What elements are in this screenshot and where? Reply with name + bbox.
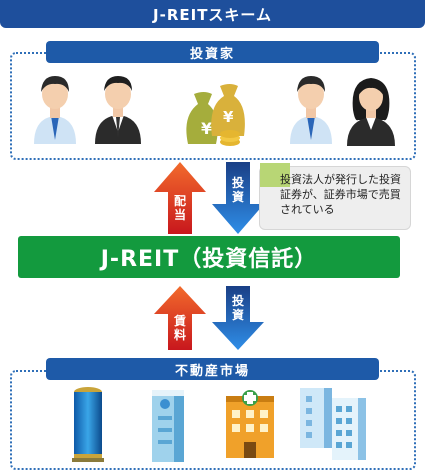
investment-label-top: 投資 xyxy=(231,176,244,204)
man-investor-icon xyxy=(290,76,332,144)
investors-label: 投資家 xyxy=(46,41,379,63)
note-accent xyxy=(260,163,290,187)
investment-arrow-down xyxy=(212,162,264,234)
dividend-arrow-up xyxy=(154,162,206,234)
jreit-bar: J-REIT（投資信託） xyxy=(18,236,400,278)
rent-arrow-up xyxy=(154,286,206,350)
office-tower-icon xyxy=(72,387,104,462)
money-bag-icon: ¥ ¥ xyxy=(186,84,245,146)
svg-text:¥: ¥ xyxy=(223,108,234,126)
page-title: J-REITスキーム xyxy=(0,0,425,28)
hospital-building-icon xyxy=(226,390,274,458)
note-text: 投資法人が発行した投資証券が、証券市場で売買されている xyxy=(280,173,401,216)
apartment-icon xyxy=(300,388,366,460)
building-icon xyxy=(152,390,184,462)
dividend-label: 配当 xyxy=(173,194,186,222)
man-investor-icon xyxy=(34,76,76,144)
svg-text:¥: ¥ xyxy=(201,119,212,138)
rent-label: 賃料 xyxy=(173,314,186,342)
realestate-label: 不動産市場 xyxy=(46,358,379,380)
investment-label-bottom: 投資 xyxy=(231,294,244,322)
businessman-icon xyxy=(95,76,141,144)
woman-investor-icon xyxy=(347,78,395,146)
investment-arrow-down xyxy=(212,286,264,350)
